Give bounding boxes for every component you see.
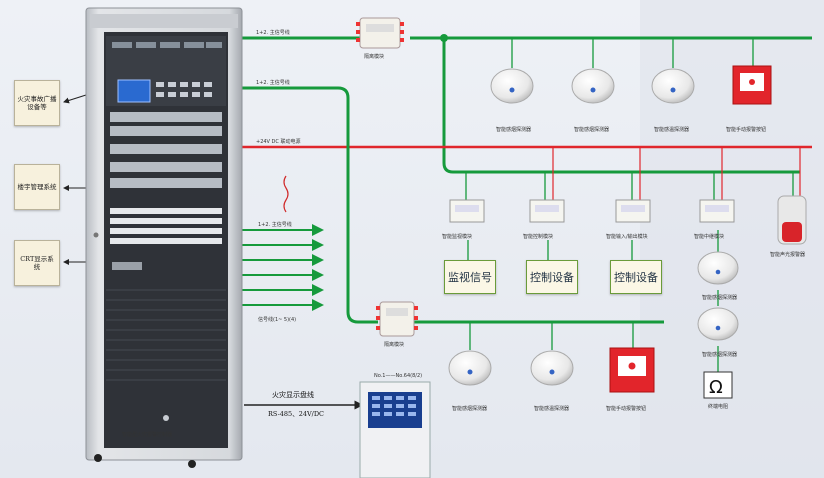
module-label: 智能监视模块 [442,233,472,240]
smoke-detector-icon [490,68,534,104]
isolator-module-top [356,17,404,49]
lcd-screen [117,79,151,103]
device-label: 智能感温探测器 [654,126,689,133]
box-label: 火灾事故广播设备等 [17,94,57,111]
end-of-line-resistor-icon [703,371,733,399]
sounder-label: 智能声光报警器 [770,251,805,258]
display-bus-spec: RS-485、24V/DC [268,410,324,418]
module-drops [465,172,794,372]
smoke-detector-icon [697,307,739,341]
isolator-module-bottom [376,301,418,337]
device-label: 智能感烟探测器 [702,294,737,301]
bus-label: +24V DC 联动电源 [256,138,301,145]
continuation-squiggle [283,175,289,213]
eol-label: 终端电阻 [708,403,728,410]
outgoing-loop-arrows [242,224,324,311]
device-label: 智能手动报警按钮 [726,126,766,133]
device-label: 智能感烟探测器 [574,126,609,133]
device-label: 智能感温探测器 [534,405,569,412]
monitor-module-icon [449,199,485,223]
control-module-icon [529,199,565,223]
eol-symbol: Ω [709,377,723,398]
broadcast-system-box: 火灾事故广播设备等 [14,80,60,126]
power-drops [552,147,801,200]
target-label: 控制设备 [530,271,574,284]
top-device-drops [511,38,754,68]
bus-label: 1+2. 主信号线 [258,221,292,228]
device-label: 智能感烟探测器 [496,126,531,133]
io-module-icon [615,199,651,223]
building-management-box: 楼宇管理系统 [14,164,60,210]
sounder-strobe-icon [777,195,807,245]
crt-display-box: CRT显示系统 [14,240,60,286]
target-label: 监视信号 [448,271,492,284]
smoke-detector-icon [448,350,492,386]
monitor-signal-box: 监视信号 [444,260,496,294]
controlled-device-box: 控制设备 [610,260,662,294]
second-loop-line [242,86,378,324]
display-bus-title: 火灾显示盘线 [272,390,314,399]
manual-call-point-icon [609,347,655,393]
module-label: 智能输入/输出模块 [606,233,648,240]
bus-label: 信号线(1~ 5)(4) [258,316,296,323]
box-label: CRT显示系统 [20,254,54,271]
isolator-label: 隔离模块 [364,53,384,60]
module-label: 智能控制模块 [523,233,553,240]
manual-call-point-icon [732,65,772,105]
box-label: 楼宇管理系统 [17,182,57,191]
bus-label: 1+2. 主信号线 [256,79,290,86]
bottom-device-drops [469,322,634,350]
fire-display-panel [359,381,431,478]
left-system-arrows [63,94,87,265]
module-label: 智能中继模块 [694,233,724,240]
smoke-detector-icon [697,251,739,285]
bus-label: 1+2. 主信号线 [256,29,290,36]
isolator-label: 隔离模块 [384,341,404,348]
heat-detector-icon [530,350,574,386]
cabinet-caption: 智能型火灾报警控制器 [122,431,172,438]
smoke-detector-icon [571,68,615,104]
device-label: 智能感烟探测器 [702,351,737,358]
device-label: 智能手动报警按钮 [606,405,646,412]
display-panel-range: No.1——No.64(8/2) [374,373,422,379]
heat-detector-icon [651,68,695,104]
relay-module-icon [699,199,735,223]
target-label: 控制设备 [614,271,658,284]
branch-loop-line [442,38,800,174]
controller-cabinet [85,7,243,468]
controlled-device-box: 控制设备 [526,260,578,294]
device-label: 智能感烟探测器 [452,405,487,412]
